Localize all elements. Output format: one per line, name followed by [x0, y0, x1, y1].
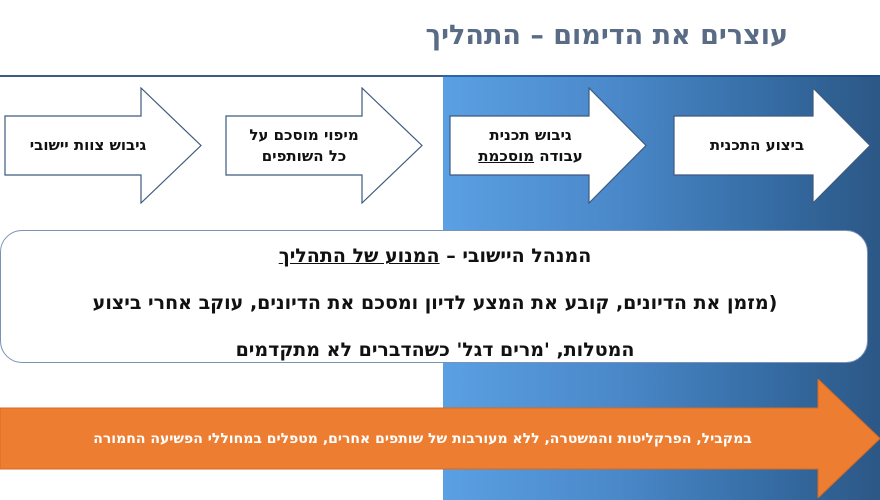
manager-heading: המנהל היישובי – המנוע של התהליך: [1, 245, 867, 267]
parallel-track-arrow: במקביל, הפרקליטות והמשטרה, ללא מעורבות ש…: [0, 379, 880, 498]
arrow-label-workplan-line1: גיבוש תכנית: [489, 126, 572, 145]
arrow-label-workplan-underlined: מוסכמת: [478, 146, 535, 165]
manager-heading-underlined: המנוע של התהליך: [278, 245, 440, 267]
arrow-label-team: גיבוש צוות יישובי: [29, 136, 147, 155]
arrow-label-mapping: מיפוי מוסכם על כל השותפים: [229, 87, 379, 204]
process-arrow-mapping: מיפוי מוסכם על כל השותפים: [225, 87, 425, 204]
manager-heading-plain: המנהל היישובי –: [439, 245, 592, 267]
arrow-label-mapping-line2: כל השותפים: [261, 146, 347, 165]
manager-body-line1: (מזמן את הדיונים, קובע את המצע לדיון ומס…: [92, 292, 778, 314]
title-divider: [0, 75, 880, 77]
slide-title: עוצרים את הדימום – התהליך: [425, 20, 788, 51]
manager-body-line2: המטלות, 'מרים דגל' כשהדברים לא מתקדמים: [235, 339, 635, 361]
arrow-label-workplan: גיבוש תכנית עבודה מוסכמת: [453, 87, 608, 204]
parallel-track-text: במקביל, הפרקליטות והמשטרה, ללא מעורבות ש…: [93, 430, 752, 447]
process-arrow-workplan: גיבוש תכנית עבודה מוסכמת: [449, 87, 649, 204]
process-arrow-execution: ביצוע התכנית: [673, 87, 873, 204]
process-arrow-team: גיבוש צוות יישובי: [4, 87, 204, 204]
arrow-label-execution: ביצוע התכנית: [709, 136, 805, 155]
arrow-label-workplan-line2: עבודה מוסכמת: [478, 146, 582, 166]
arrow-label-workplan-prefix: עבודה: [534, 146, 583, 165]
manager-role-box: המנהל היישובי – המנוע של התהליך (מזמן את…: [0, 230, 868, 363]
arrow-label-mapping-line1: מיפוי מוסכם על: [249, 126, 359, 145]
